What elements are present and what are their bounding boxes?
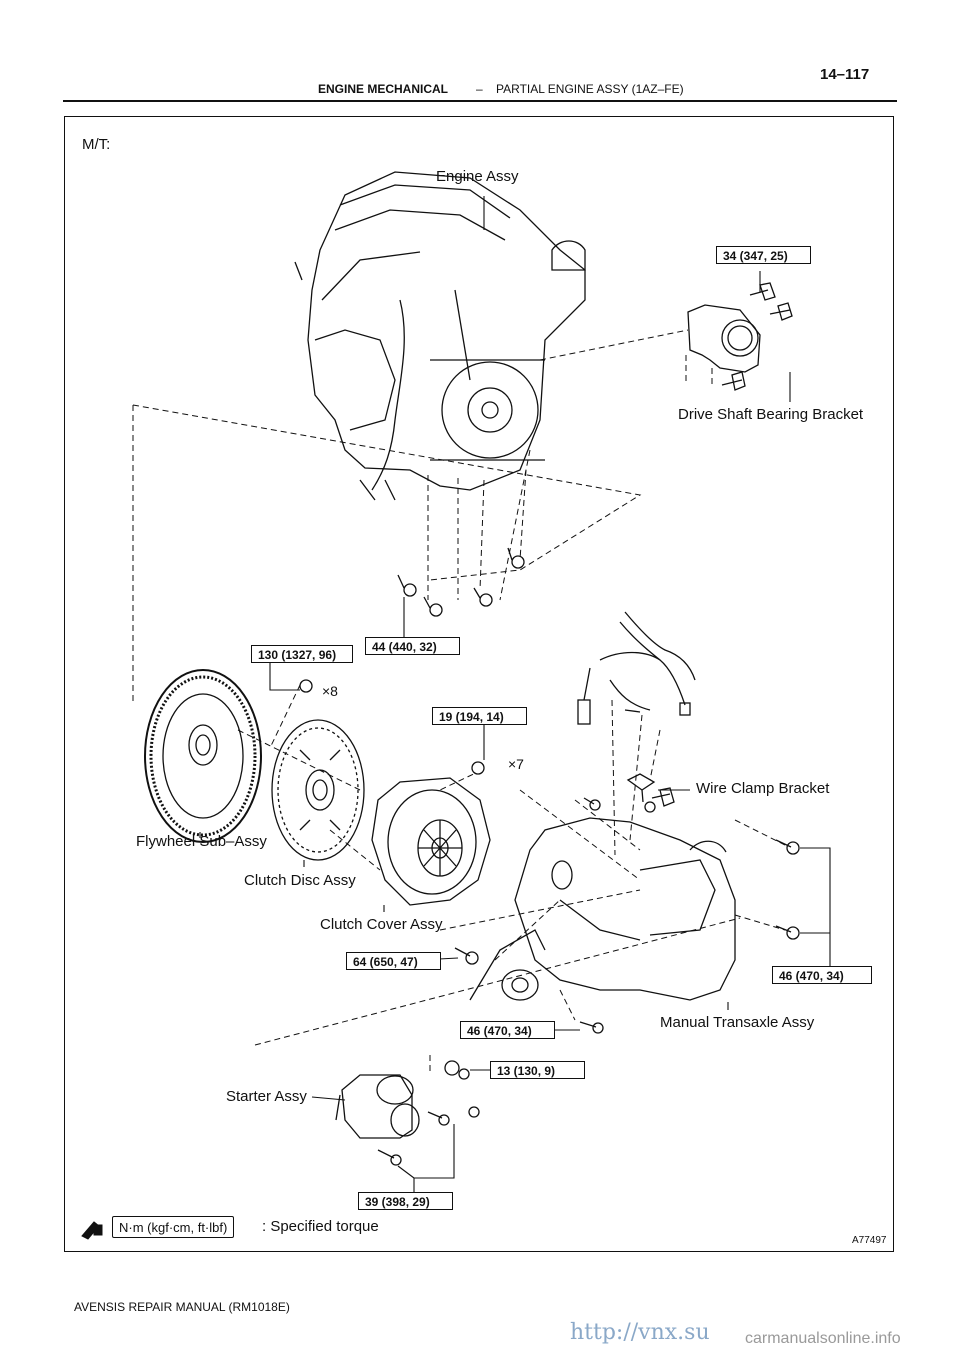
torque-transaxle-46-lower: 46 (470, 34) (460, 1021, 555, 1039)
watermark-site: carmanualsonline.info (745, 1330, 901, 1347)
label-clutch-disc: Clutch Disc Assy (244, 872, 356, 889)
transaxle-drawing (469, 817, 736, 1001)
header-separator: – (476, 82, 483, 96)
header-rule (63, 100, 897, 102)
torque-wrench-icon (81, 1221, 103, 1240)
torque-engine-bolts: 44 (440, 32) (365, 637, 460, 655)
label-transaxle: Manual Transaxle Assy (660, 1014, 815, 1031)
leader-lines (199, 196, 831, 1192)
torque-drive-shaft-bracket: 34 (347, 25) (716, 246, 811, 264)
torque-starter-39: 39 (398, 29) (358, 1192, 453, 1210)
label-wire-clamp-bracket: Wire Clamp Bracket (696, 780, 830, 797)
figure-code: A77497 (852, 1235, 887, 1246)
torque-transaxle-46-right: 46 (470, 34) (772, 966, 872, 984)
wire-harness-drawing (577, 611, 696, 725)
clutch-cover-drawing (371, 777, 491, 906)
torque-flywheel: 130 (1327, 96) (251, 645, 353, 663)
multiplier-x7: ×7 (508, 756, 524, 772)
flywheel-drawing (144, 669, 262, 843)
drive-shaft-bracket-drawing (687, 282, 793, 391)
label-starter: Starter Assy (226, 1088, 307, 1105)
clutch-disc-drawing (271, 719, 365, 861)
bolts (299, 555, 800, 1166)
torque-starter-13: 13 (130, 9) (490, 1061, 585, 1079)
footer-manual: AVENSIS REPAIR MANUAL (RM1018E) (74, 1300, 290, 1314)
torque-clutch-cover: 19 (194, 14) (432, 707, 527, 725)
bolt-shanks (377, 547, 792, 1159)
engine-assy-drawing (294, 171, 586, 501)
label-drive-shaft-bracket: Drive Shaft Bearing Bracket (678, 406, 864, 423)
torque-transaxle-64: 64 (650, 47) (346, 952, 441, 970)
label-clutch-cover: Clutch Cover Assy (320, 916, 443, 933)
label-flywheel: Flywheel Sub–Assy (136, 833, 267, 850)
subsection-title: PARTIAL ENGINE ASSY (1AZ–FE) (496, 82, 684, 96)
page-number: 14–117 (820, 66, 870, 83)
multiplier-x8: ×8 (322, 683, 338, 699)
section-title: ENGINE MECHANICAL (318, 82, 449, 96)
label-engine-assy: Engine Assy (436, 168, 519, 185)
variant-label: M/T: (82, 136, 111, 153)
watermark-link[interactable]: http://vnx.su (570, 1320, 710, 1345)
legend-unit-box: N·m (kgf·cm, ft·lbf) (112, 1216, 235, 1238)
figure-frame (64, 116, 894, 1252)
legend-text: : Specified torque (262, 1218, 379, 1235)
starter-drawing (335, 1074, 420, 1139)
